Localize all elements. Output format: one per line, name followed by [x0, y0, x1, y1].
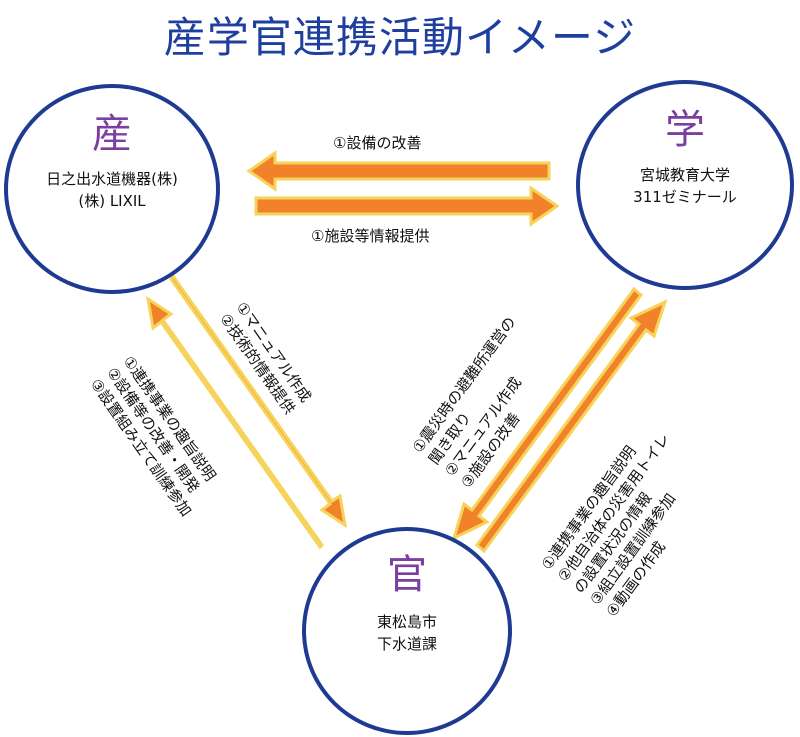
- arrow-industry-to-government: [169, 273, 348, 529]
- node-academia-line-1: 宮城教育大学: [639, 166, 730, 184]
- node-government: 官 東松島市 下水道課: [302, 527, 512, 735]
- arrow-government-to-academia: [474, 299, 668, 554]
- arrow-academia-to-industry: [246, 150, 551, 192]
- node-government-line-1: 東松島市: [376, 613, 437, 631]
- arrow-academia-to-government: [451, 286, 644, 541]
- node-government-line-2: 下水道課: [376, 635, 437, 653]
- node-academia: 学 宮城教育大学 311ゼミナール: [576, 80, 794, 290]
- label-industry-to-academia: ①施設等情報提供: [311, 227, 430, 245]
- node-industry-head: 産: [92, 111, 132, 157]
- node-industry: 産 日之出水道機器(株) (株) LIXIL: [4, 84, 220, 294]
- node-government-head: 官: [387, 552, 427, 598]
- arrow-government-to-industry: [145, 295, 324, 550]
- node-academia-head: 学: [665, 107, 705, 153]
- label-academia-to-industry: ①設備の改善: [333, 134, 422, 152]
- node-industry-line-2: (株) LIXIL: [78, 192, 146, 210]
- arrow-industry-to-academia: [254, 185, 560, 227]
- page-title: 産学官連携活動イメージ: [163, 13, 637, 62]
- node-academia-line-2: 311ゼミナール: [633, 188, 737, 206]
- node-industry-line-1: 日之出水道機器(株): [46, 170, 178, 188]
